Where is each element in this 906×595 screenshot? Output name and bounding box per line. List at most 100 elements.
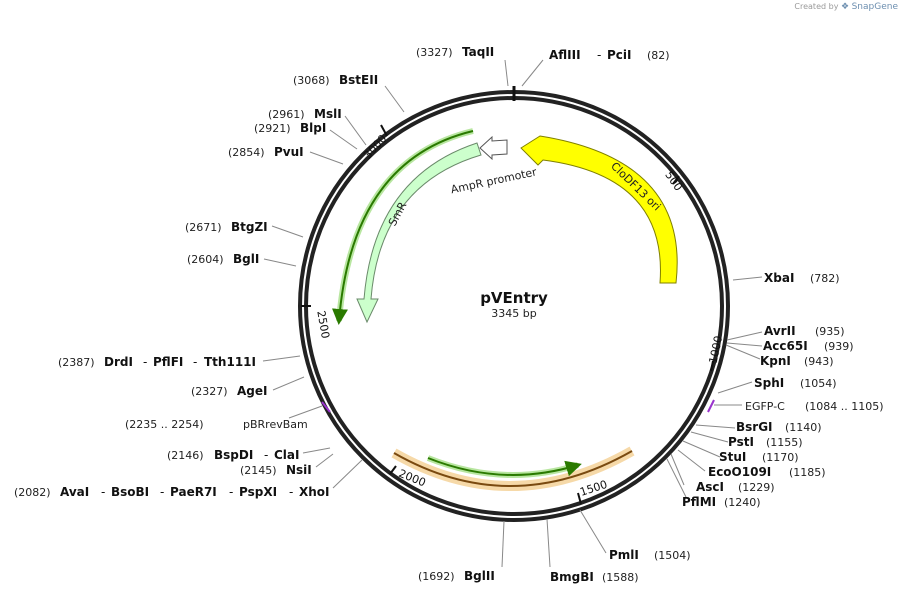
enzyme-pos: (782) xyxy=(810,272,840,285)
enzyme-name: PmlI xyxy=(609,548,639,562)
separator: - xyxy=(143,355,147,369)
tick-label-1000: 1000 xyxy=(707,335,726,365)
enzyme-label-bglI[interactable]: (2604) BglI xyxy=(187,252,259,266)
enzyme-name: AflIII xyxy=(549,48,581,62)
enzyme-pos: (2961) xyxy=(268,108,305,121)
enzyme-label-stuI[interactable]: StuI (1170) xyxy=(719,450,799,464)
egfp-c-primer-mark[interactable] xyxy=(707,399,715,413)
enzyme-labels: (3327) TaqII AflIII - PciI (82) (3068) B… xyxy=(14,45,854,584)
enzyme-name: NsiI xyxy=(286,463,312,477)
primer-name: EGFP-C xyxy=(745,400,785,413)
enzyme-label-drdI-pflFI-tth111I[interactable]: (2387) DrdI - PflFI - Tth111I xyxy=(58,355,256,369)
plasmid-length: 3345 bp xyxy=(491,307,536,320)
enzyme-label-taqII[interactable]: (3327) TaqII xyxy=(416,45,494,59)
enzyme-label-pvuI[interactable]: (2854) PvuI xyxy=(228,145,304,159)
enzyme-pos: (2145) xyxy=(240,464,277,477)
enzyme-pos: (939) xyxy=(824,340,854,353)
smR-feature[interactable] xyxy=(356,142,482,324)
enzyme-label-kpnI[interactable]: KpnI (943) xyxy=(760,354,834,368)
orf-arc-top xyxy=(331,130,474,325)
enzyme-pos: (2327) xyxy=(191,385,228,398)
enzyme-name: Tth111I xyxy=(204,355,256,369)
enzyme-name: AscI xyxy=(696,480,724,494)
enzyme-label-sphI[interactable]: SphI (1054) xyxy=(754,376,837,390)
enzyme-label-nsiI[interactable]: (2145) NsiI xyxy=(240,463,312,477)
enzyme-label-avaI-bsoBI-paeR7I-pspXI-xhoI[interactable]: (2082) AvaI - BsoBI - PaeR7I - PspXI - X… xyxy=(14,485,330,499)
cloDF13-ori-feature[interactable] xyxy=(520,135,678,284)
enzyme-label-xbaI[interactable]: XbaI (782) xyxy=(764,271,840,285)
enzyme-name: AvrII xyxy=(764,324,796,338)
cloDF13-ori-label: CloDF13 ori xyxy=(608,160,663,214)
enzyme-name: PspXI xyxy=(239,485,277,499)
enzyme-name: BlpI xyxy=(300,121,326,135)
enzyme-name: StuI xyxy=(719,450,746,464)
enzyme-name: XhoI xyxy=(299,485,330,499)
primer-label-pbrrevbam[interactable]: (2235 .. 2254) pBRrevBam xyxy=(125,418,308,431)
enzyme-name: PciI xyxy=(607,48,632,62)
ampR-promoter-label: AmpR promoter xyxy=(450,165,539,196)
enzyme-pos: (2854) xyxy=(228,146,265,159)
enzyme-label-bspDI-claI[interactable]: (2146) BspDI - ClaI xyxy=(167,448,299,462)
enzyme-pos: (82) xyxy=(647,49,670,62)
enzyme-pos: (2387) xyxy=(58,356,95,369)
enzyme-label-blpI[interactable]: (2921) BlpI xyxy=(254,121,326,135)
enzyme-label-ascI[interactable]: AscI (1229) xyxy=(696,480,775,494)
enzyme-pos: (1692) xyxy=(418,570,455,583)
separator: - xyxy=(597,48,601,62)
watermark-created-by: Created by xyxy=(794,2,839,11)
enzyme-label-aflIII-pciI[interactable]: AflIII - PciI (82) xyxy=(549,48,670,62)
snapgene-logo-icon: ❖ xyxy=(840,2,850,12)
ampR-promoter-feature[interactable] xyxy=(479,135,508,161)
enzyme-name: AgeI xyxy=(237,384,267,398)
enzyme-name: DrdI xyxy=(104,355,133,369)
enzyme-pos: (2082) xyxy=(14,486,51,499)
enzyme-label-pmlI[interactable]: PmlI (1504) xyxy=(609,548,691,562)
separator: - xyxy=(229,485,233,499)
tick-mark-2000 xyxy=(389,465,397,475)
enzyme-pos: (1140) xyxy=(785,421,822,434)
enzyme-label-pflMI[interactable]: PflMI (1240) xyxy=(682,495,761,509)
plasmid-name: pVEntry xyxy=(480,289,548,307)
enzyme-name: TaqII xyxy=(462,45,494,59)
enzyme-label-acc65I[interactable]: Acc65I (939) xyxy=(763,339,854,353)
enzyme-label-mslI[interactable]: (2961) MslI xyxy=(268,107,342,121)
enzyme-pos: (2146) xyxy=(167,449,204,462)
tick-mark-3000 xyxy=(380,124,388,137)
tick-label-2500: 2500 xyxy=(314,310,332,340)
primer-range: (2235 .. 2254) xyxy=(125,418,204,431)
primer-range: (1084 .. 1105) xyxy=(805,400,884,413)
orange-feature-arc[interactable] xyxy=(393,450,633,487)
orf-arc-bottom xyxy=(427,457,582,477)
primer-name: pBRrevBam xyxy=(243,418,308,431)
enzyme-label-btgZI[interactable]: (2671) BtgZI xyxy=(185,220,268,234)
enzyme-label-pstI[interactable]: PstI (1155) xyxy=(728,435,803,449)
enzyme-name: KpnI xyxy=(760,354,791,368)
enzyme-name: BspDI xyxy=(214,448,253,462)
separator: - xyxy=(193,355,197,369)
enzyme-name: BsoBI xyxy=(111,485,149,499)
primer-label-egfp-c[interactable]: EGFP-C (1084 .. 1105) xyxy=(745,400,884,413)
pbrrevbam-primer-mark[interactable] xyxy=(321,401,331,413)
separator: - xyxy=(289,485,293,499)
tick-mark-1500 xyxy=(577,492,582,505)
enzyme-label-ecoO109I[interactable]: EcoO109I (1185) xyxy=(708,465,826,479)
enzyme-label-bstEII[interactable]: (3068) BstEII xyxy=(293,73,378,87)
enzyme-name: EcoO109I xyxy=(708,465,771,479)
enzyme-label-avrII[interactable]: AvrII (935) xyxy=(764,324,845,338)
enzyme-pos: (3068) xyxy=(293,74,330,87)
enzyme-pos: (3327) xyxy=(416,46,453,59)
enzyme-pos: (1185) xyxy=(789,466,826,479)
enzyme-name: BstEII xyxy=(339,73,378,87)
enzyme-pos: (1054) xyxy=(800,377,837,390)
enzyme-pos: (935) xyxy=(815,325,845,338)
enzyme-pos: (1588) xyxy=(602,571,639,584)
enzyme-label-bglII[interactable]: (1692) BglII xyxy=(418,569,495,583)
enzyme-name: PstI xyxy=(728,435,754,449)
enzyme-label-ageI[interactable]: (2327) AgeI xyxy=(191,384,267,398)
enzyme-label-bsrGI[interactable]: BsrGI (1140) xyxy=(736,420,822,434)
enzyme-name: XbaI xyxy=(764,271,794,285)
enzyme-label-bmgBI[interactable]: BmgBI (1588) xyxy=(550,570,639,584)
enzyme-pos: (1504) xyxy=(654,549,691,562)
enzyme-pos: (2671) xyxy=(185,221,222,234)
